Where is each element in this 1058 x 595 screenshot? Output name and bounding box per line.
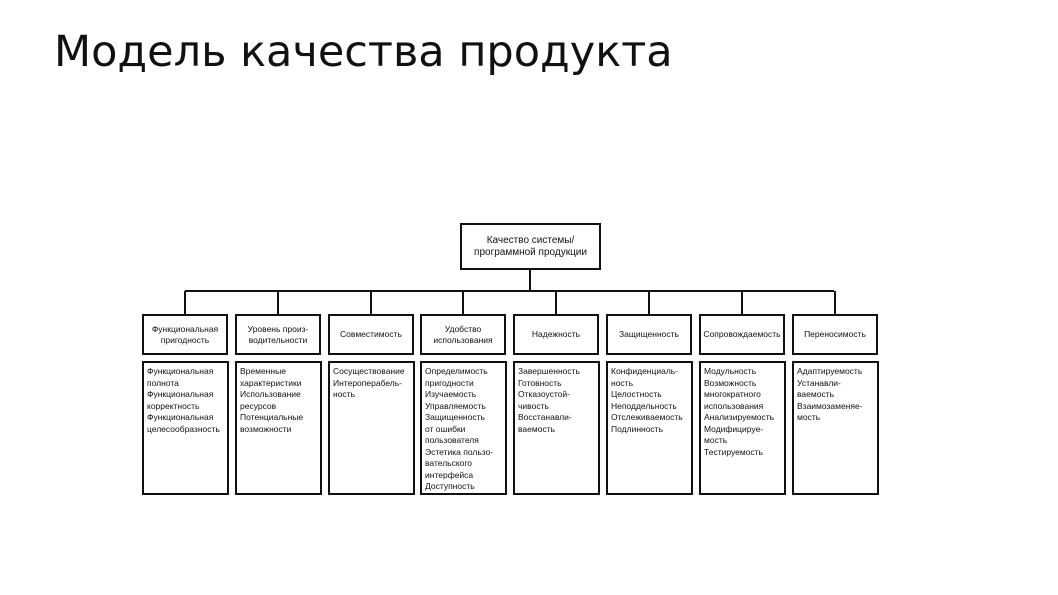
subcharacteristic-item: Готовность bbox=[518, 377, 562, 388]
subcharacteristic-item: Возможность bbox=[704, 377, 757, 388]
subcharacteristic-item: Временные bbox=[240, 366, 286, 376]
subcharacteristic-item: Конфиденциаль- bbox=[611, 366, 679, 376]
subcharacteristic-item: Изучаемость bbox=[425, 389, 477, 399]
subcharacteristic-item: многократного bbox=[704, 389, 761, 399]
subcharacteristic-item: возможности bbox=[240, 423, 292, 434]
subcharacteristic-item: Доступность bbox=[425, 481, 475, 491]
subcharacteristic-item: Управляемость bbox=[425, 400, 486, 411]
subcharacteristic-item: Функциональная bbox=[147, 366, 214, 376]
subcharacteristic-item: вательского bbox=[425, 458, 473, 468]
subcharacteristic-item: ность bbox=[333, 389, 355, 399]
subcharacteristic-item: Модульность bbox=[704, 366, 757, 376]
category-label-security: Защищенность bbox=[619, 329, 679, 339]
subcharacteristic-item: Определимость bbox=[425, 366, 488, 376]
subcharacteristic-item: корректность bbox=[147, 400, 200, 411]
category-label-reliability: Надежность bbox=[531, 329, 581, 339]
category-label-portability: Переносимость bbox=[804, 329, 866, 339]
subcharacteristic-item: интерфейса bbox=[425, 469, 474, 480]
subcharacteristic-item: от ошибки bbox=[425, 423, 466, 434]
subcharacteristic-item: Защищенность bbox=[425, 412, 485, 422]
category-label-functional: Функциональная пригодность bbox=[151, 323, 219, 345]
subcharacteristic-item: ресурсов bbox=[240, 400, 277, 411]
category-box-functional: Функциональная пригодность bbox=[142, 314, 228, 355]
subcharacteristic-item: ваемость bbox=[797, 389, 835, 399]
subcharacteristic-item: Подлинность bbox=[611, 423, 664, 434]
subcharacteristic-item: Функциональная bbox=[147, 412, 214, 422]
subcharacteristic-item: Функциональная bbox=[147, 389, 214, 399]
subcharacteristic-item: пригодности bbox=[425, 377, 474, 388]
category-box-reliability: Надежность bbox=[513, 314, 599, 355]
category-box-maintainability: Сопровождаемость bbox=[699, 314, 785, 355]
subcharacteristic-item: Модифицируе- bbox=[704, 423, 764, 434]
subcharacteristic-item: мость bbox=[797, 412, 821, 422]
subcharacteristic-item: Использование bbox=[240, 389, 301, 399]
subcharacteristic-item: Отслеживаемость bbox=[611, 412, 683, 422]
subcharacteristic-item: Целостность bbox=[611, 389, 662, 399]
subcharacteristic-item: Отказоустой- bbox=[518, 389, 570, 399]
subcharacteristic-item: Интероперабель- bbox=[333, 377, 403, 388]
subcharacteristic-item: чивость bbox=[518, 400, 549, 411]
category-box-security: Защищенность bbox=[606, 314, 692, 355]
category-label-usability: Удобство использования bbox=[433, 323, 493, 345]
category-label-compatibility: Совместимость bbox=[340, 329, 402, 339]
subcharacteristic-item: целесообразность bbox=[147, 423, 220, 434]
subcharacteristic-item: Взаимозаменяе- bbox=[797, 400, 863, 411]
subcharacteristic-item: Тестируемость bbox=[704, 446, 763, 457]
category-label-maintainability: Сопровождаемость bbox=[703, 329, 781, 339]
subcharacteristic-item: Эстетика пользо- bbox=[425, 446, 494, 457]
category-box-usability: Удобство использования bbox=[420, 314, 506, 355]
subcharacteristic-item: Потенциальные bbox=[240, 412, 304, 422]
category-box-compatibility: Совместимость bbox=[328, 314, 414, 355]
subcharacteristic-item: использования bbox=[704, 400, 764, 411]
category-box-portability: Переносимость bbox=[792, 314, 878, 355]
subcharacteristic-item: характеристики bbox=[240, 377, 302, 388]
subcharacteristic-item: ность bbox=[611, 377, 633, 388]
subcharacteristic-item: Завершенность bbox=[518, 366, 580, 376]
subcharacteristic-item: ваемость bbox=[518, 423, 556, 434]
subcharacteristic-item: Адаптируемость bbox=[797, 366, 863, 376]
category-label-performance: Уровень произ- водительности bbox=[247, 323, 309, 345]
subcharacteristic-item: Восстанавли- bbox=[518, 412, 572, 422]
subcharacteristic-item: Неподдельность bbox=[611, 400, 677, 411]
subcharacteristic-item: Устанавли- bbox=[797, 377, 841, 388]
subcharacteristic-item: Сосуществование bbox=[333, 366, 405, 376]
subcharacteristic-item: Анализируемость bbox=[704, 412, 775, 422]
subcharacteristic-item: пользователя bbox=[425, 435, 479, 445]
slide-title: Модель качества продукта bbox=[54, 27, 673, 77]
subcharacteristic-item: полнота bbox=[147, 377, 179, 388]
root-quality-box: Качество системы/ программной продукции bbox=[460, 223, 601, 270]
category-box-performance: Уровень произ- водительности bbox=[235, 314, 321, 355]
root-quality-label: Качество системы/ программной продукции bbox=[474, 234, 587, 258]
subcharacteristic-item: мость bbox=[704, 435, 728, 445]
